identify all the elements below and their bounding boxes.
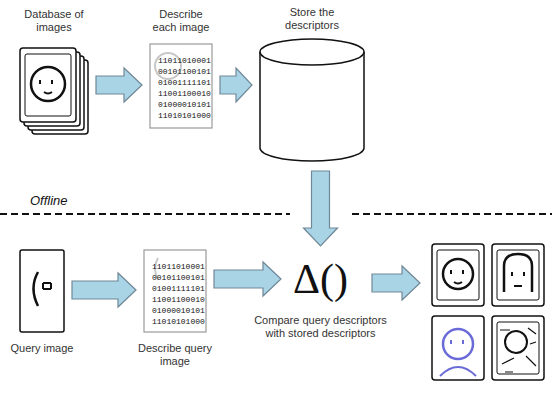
descriptor-bits: 01001111101 [152, 284, 205, 293]
descriptor-bits: 11001100010 [158, 89, 211, 98]
query-sketch [20, 250, 64, 332]
step-caption: Describe each image [149, 8, 213, 34]
step-caption: Describe query image [138, 342, 212, 368]
descriptor-bits: 11011010001 [158, 56, 211, 65]
step-caption: Database of images [16, 8, 92, 34]
block-arrow [96, 68, 142, 102]
descriptor-bits: 00101100101 [152, 273, 205, 282]
block-arrow [72, 273, 136, 307]
step-caption: Compare query descriptors with stored de… [252, 314, 390, 340]
operator-symbol: Δ() [293, 256, 348, 302]
descriptor-bits: 00101100101 [158, 67, 211, 76]
descriptor-bits: 01001111101 [158, 78, 211, 87]
image-stack [20, 48, 88, 134]
block-arrow [214, 262, 281, 296]
descriptor-bits: 01000010101 [152, 306, 205, 315]
image-database: Database of images [18, 40, 90, 136]
block-arrow [304, 171, 338, 246]
descriptor-page [144, 250, 206, 332]
descriptor-page [150, 44, 212, 128]
region-label: Offline [30, 193, 68, 208]
descriptor-store: Store the descriptors [258, 38, 366, 163]
step-caption: Query image [0, 342, 84, 355]
query-image: Query image [18, 246, 66, 334]
step-caption: Store the descriptors [275, 6, 349, 32]
descriptor-bits: 11011010001 [152, 262, 205, 271]
descriptor-bits: 01000010101 [158, 100, 211, 109]
block-arrow [372, 266, 420, 300]
descriptor-bits: 11001100010 [152, 295, 205, 304]
block-arrow [220, 68, 252, 102]
descriptor-bits: 11010101000 [152, 317, 205, 326]
offline-separator [0, 213, 552, 215]
compare-step: Δ()Compare query descriptors with stored… [287, 252, 354, 306]
result-images [432, 244, 544, 380]
descriptor-bits: 11010101000 [158, 111, 211, 120]
database-cylinder [260, 39, 364, 161]
